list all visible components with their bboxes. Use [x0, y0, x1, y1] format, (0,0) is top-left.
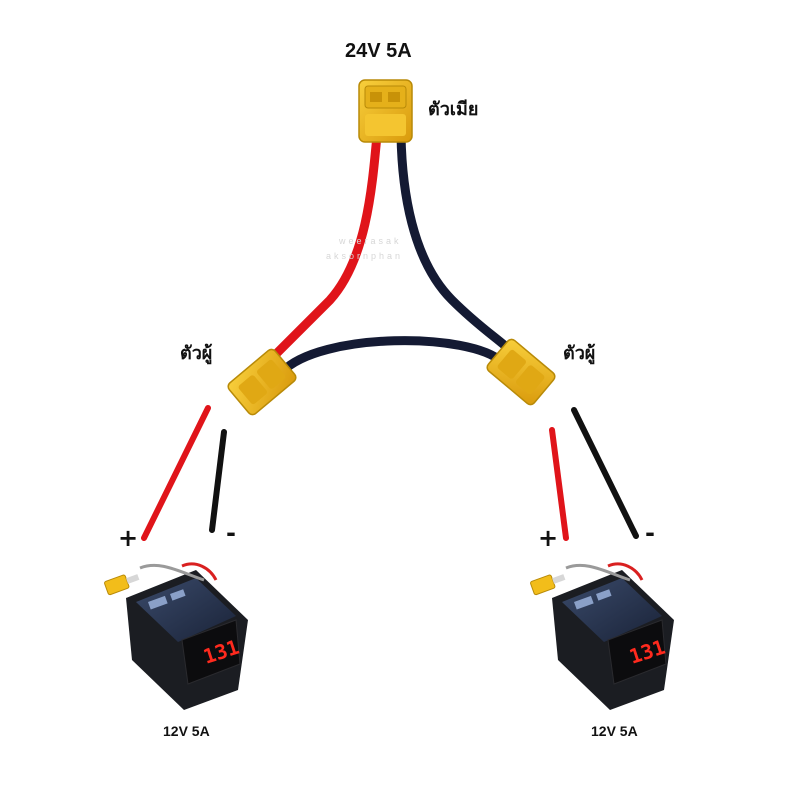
right-black-wire — [571, 407, 639, 539]
left-black-wire — [209, 429, 227, 533]
module-right-label: 12V 5A — [591, 723, 638, 739]
input-voltage-label: 24V 5A — [345, 40, 412, 62]
black-wire-main — [396, 130, 517, 357]
left-minus-sign: - — [226, 519, 236, 547]
right-plus-sign: + — [538, 524, 559, 552]
left-red-wire — [141, 405, 211, 541]
converter-module-right: 131 — [530, 562, 674, 710]
left-plus-sign: + — [118, 524, 139, 552]
female-xt60-connector — [358, 79, 413, 143]
black-wire-cross — [277, 336, 507, 377]
male-xt60-connector-right — [486, 338, 556, 406]
male-xt60-connector-left — [227, 348, 297, 416]
right-minus-sign: - — [645, 519, 655, 547]
watermark-line-2: aksornphan — [326, 251, 404, 261]
male-connector-label-right: ตัวผู้ — [563, 343, 596, 364]
module-left-label: 12V 5A — [163, 723, 210, 739]
female-connector-label: ตัวเมีย — [428, 99, 479, 120]
right-red-wire — [549, 427, 569, 541]
red-wire-main — [267, 130, 382, 363]
converter-module-left: 131 — [104, 562, 248, 710]
watermark-line-1: weerasak — [339, 236, 402, 246]
male-connector-label-left: ตัวผู้ — [180, 343, 213, 364]
